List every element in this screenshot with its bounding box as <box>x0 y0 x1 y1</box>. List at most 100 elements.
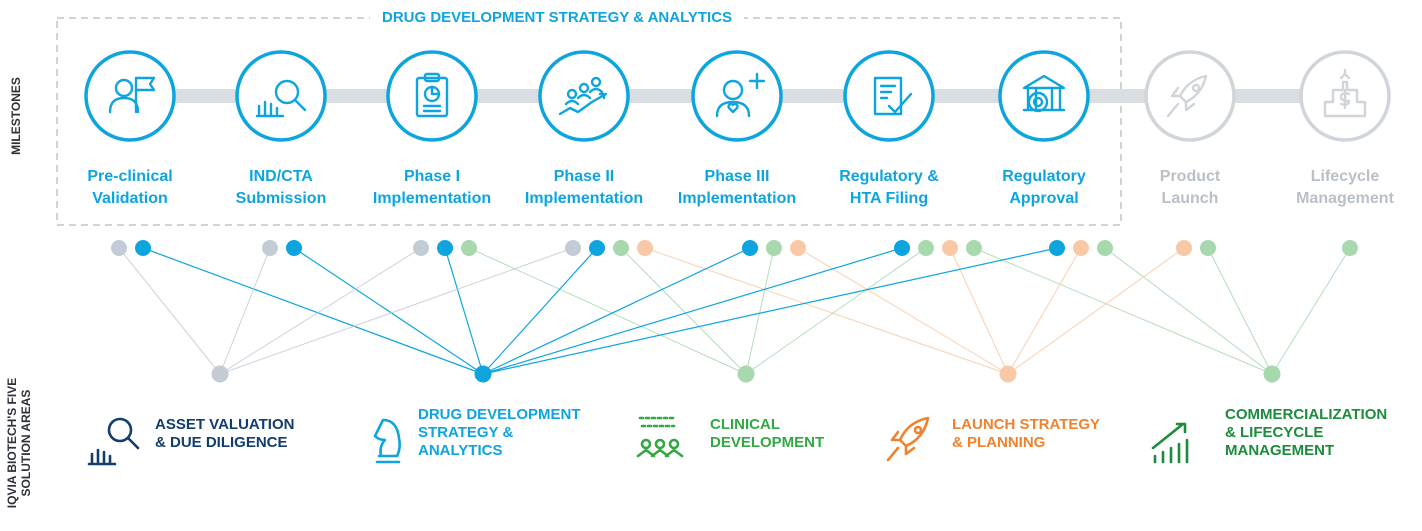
milestone-dot <box>437 240 453 256</box>
chess-knight-icon <box>373 418 401 464</box>
solution-area-label-line: & PLANNING <box>952 434 1046 451</box>
milestone-dot <box>1176 240 1192 256</box>
milestone-circle <box>691 50 783 142</box>
milestone-dot <box>565 240 581 256</box>
chart-magnifier-icon <box>87 417 140 466</box>
solution-area-label-line: DRUG DEVELOPMENT <box>418 406 581 423</box>
connection-line <box>219 247 271 375</box>
connection-line <box>482 247 598 375</box>
connection-line <box>1007 247 1082 375</box>
chart-magnifier-icon <box>255 79 307 118</box>
milestone-dot <box>1049 240 1065 256</box>
solution-area-node <box>211 365 229 383</box>
solution-area-node <box>1263 365 1281 383</box>
connection-dots <box>111 240 1358 256</box>
milestone-label-line: Phase I <box>403 168 461 185</box>
milestone-dot <box>766 240 782 256</box>
connection-line <box>1207 247 1273 375</box>
connection-line <box>482 247 903 375</box>
milestone-dot <box>1073 240 1089 256</box>
milestone-label-line: Validation <box>92 190 168 207</box>
solution-area-label: ASSET VALUATION& DUE DILIGENCE <box>155 416 294 452</box>
milestone-dot <box>1200 240 1216 256</box>
connection-line <box>219 247 574 375</box>
milestone-label-line: Phase II <box>553 168 615 185</box>
connection-line <box>219 247 422 375</box>
milestone-label-line: Approval <box>1009 190 1079 207</box>
milestone-dot <box>413 240 429 256</box>
milestone-dot <box>966 240 982 256</box>
rocket-icon <box>886 416 930 462</box>
connection-line <box>644 247 1009 375</box>
connection-line <box>482 247 751 375</box>
connection-line <box>142 247 484 375</box>
connection-line <box>468 247 747 375</box>
milestone-dot <box>918 240 934 256</box>
connection-line <box>118 247 221 375</box>
connection-line <box>293 247 484 375</box>
milestone-dot <box>637 240 653 256</box>
milestone-circle <box>235 50 327 142</box>
milestone-label-line: Implementation <box>677 190 797 207</box>
milestone-dot <box>135 240 151 256</box>
solution-area-label-line: COMMERCIALIZATION <box>1225 406 1388 423</box>
connection-line <box>1271 247 1351 375</box>
people-network-icon <box>636 416 684 458</box>
milestone-label-line: Launch <box>1161 190 1219 207</box>
building-dollar-icon <box>1323 68 1367 118</box>
milestone-label: Regulatory & HTA Filing <box>809 166 969 210</box>
milestone-label-line: Management <box>1296 190 1394 207</box>
milestone-label-line: Implementation <box>372 190 492 207</box>
clipboard-chart-icon <box>415 72 449 118</box>
milestone-label-line: HTA Filing <box>849 190 929 207</box>
milestone-label-line: Lifecycle <box>1310 168 1380 185</box>
solution-area-label: LAUNCH STRATEGY& PLANNING <box>952 416 1100 452</box>
connection-line <box>973 247 1273 375</box>
milestone-label-line: Regulatory & <box>839 168 939 185</box>
milestone-label-line: Regulatory <box>1002 168 1086 185</box>
solution-area-label-line: CLINICAL <box>710 416 780 433</box>
milestone-label: Phase I Implementation <box>352 166 512 210</box>
connection-lines <box>118 247 1351 375</box>
milestone-dot <box>1342 240 1358 256</box>
milestone-dot <box>111 240 127 256</box>
solution-area-label-line: & DUE DILIGENCE <box>155 434 288 451</box>
milestone-dot <box>613 240 629 256</box>
milestone-label: Phase III Implementation <box>657 166 817 210</box>
person-flag-icon <box>108 76 156 114</box>
milestone-label-line: Product <box>1159 168 1221 185</box>
solution-area-label-line: & LIFECYCLE <box>1225 424 1324 441</box>
milestone-dot <box>286 240 302 256</box>
connection-line <box>444 247 484 375</box>
milestones-side-label: MILESTONES <box>9 77 23 155</box>
milestone-dot <box>589 240 605 256</box>
solution-area-label-line: LAUNCH STRATEGY <box>952 416 1101 433</box>
milestone-circle <box>84 50 176 142</box>
milestone-label-line: IND/CTA <box>249 168 313 185</box>
solution-area-node <box>474 365 492 383</box>
connection-line <box>745 247 927 375</box>
milestone-label-line: Phase III <box>704 168 770 185</box>
solution-area-node <box>737 365 755 383</box>
solution-area-label-line: ANALYTICS <box>418 442 503 459</box>
milestone-dot <box>461 240 477 256</box>
connection-line <box>482 247 1058 375</box>
solution-area-label-line: DEVELOPMENT <box>710 434 825 451</box>
milestone-dot <box>742 240 758 256</box>
milestone-circle <box>843 50 935 142</box>
people-growth-icon <box>558 76 608 116</box>
connection-line <box>1007 247 1185 375</box>
connection-line <box>620 247 747 375</box>
connection-line <box>1104 247 1273 375</box>
milestone-dot <box>942 240 958 256</box>
milestone-dot <box>262 240 278 256</box>
milestone-label-line: Implementation <box>524 190 644 207</box>
person-heart-plus-icon <box>715 72 766 118</box>
